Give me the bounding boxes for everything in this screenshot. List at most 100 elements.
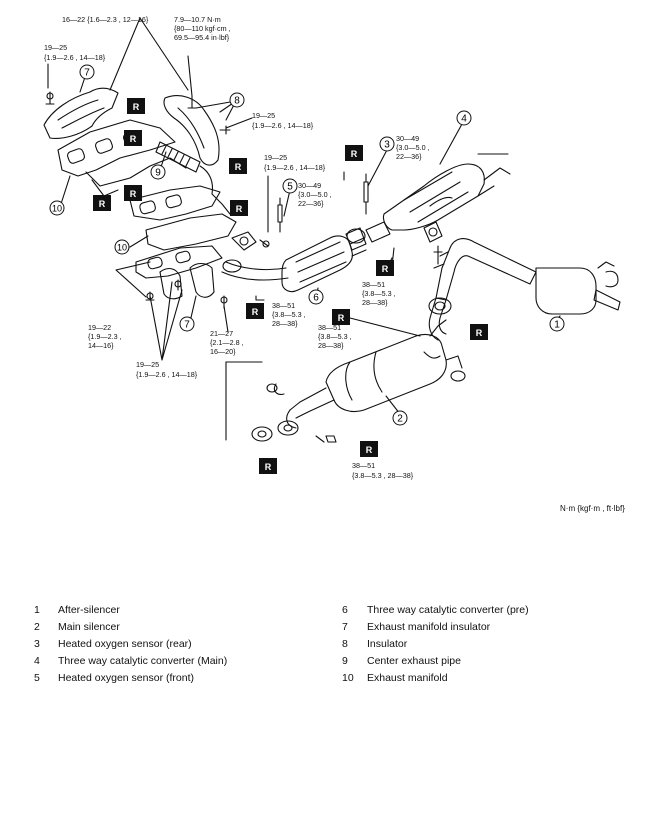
legend-label: Heated oxygen sensor (rear) [58,638,192,650]
torque-label: {1.9—2.3 , [88,332,122,341]
legend-item: 3 Heated oxygen sensor (rear) [34,636,227,653]
legend-item: 8 Insulator [342,636,529,653]
legend-label: Center exhaust pipe [367,655,461,667]
legend-number: 3 [34,638,40,650]
torque-label: {3.0—5.0 , [298,190,332,199]
replace-marker: R [236,204,243,214]
legend-label: Main silencer [58,621,120,633]
replace-marker: R [99,199,106,209]
callout-number: 9 [155,168,161,179]
replace-marker: R [351,149,358,159]
replace-marker: R [476,328,483,338]
replace-marker: R [235,162,242,172]
legend-number: 9 [342,655,348,667]
legend-label: After-silencer [58,604,120,616]
callout-number: 3 [384,140,390,151]
torque-label: {80—110 kgf·cm , [174,24,231,33]
torque-label: 19—25 [44,43,67,52]
torque-units-note: N·m {kgf·m , ft·lbf} [560,504,625,513]
torque-label: 38—51 [362,280,385,289]
torque-label: {2.1—2.8 , [210,338,244,347]
exhaust-manifold-upper-part [57,119,176,177]
torque-label: 19—25 [136,360,159,369]
torque-label: 30—49 [298,181,321,190]
legend-number: 1 [34,604,40,616]
torque-label: 28—38} [318,341,344,350]
replace-marker: R [130,189,137,199]
callout-number: 8 [234,96,240,107]
legend-number: 10 [342,672,354,684]
center-pipe-flex-part [155,141,201,173]
main-catalytic-converter-part [382,163,485,231]
legend-label: Three way catalytic converter (pre) [367,604,529,616]
callout-number: 5 [287,182,293,193]
callout-number: 10 [117,243,127,253]
torque-label: 38—51 [352,461,375,470]
legend-item: 10 Exhaust manifold [342,670,529,687]
torque-label: 19—22 [88,323,111,332]
legend-item: 9 Center exhaust pipe [342,653,529,670]
torque-label: 38—51 [318,323,341,332]
exhaust-manifold-lower-part [145,213,237,251]
legend-label: Heated oxygen sensor (front) [58,672,194,684]
torque-label: {1.9—2.6 , 14—18} [44,53,106,62]
legend-label: Exhaust manifold [367,672,448,684]
legend-item: 7 Exhaust manifold insulator [342,619,529,636]
legend-number: 2 [34,621,40,633]
part-callouts: 1 2 3 4 5 6 7 7 8 9 10 10 [49,64,565,426]
legend-label: Three way catalytic converter (Main) [58,655,228,667]
torque-label: 19—25 [252,111,275,120]
legend-number: 5 [34,672,40,684]
legend-label: Insulator [367,638,408,650]
after-silencer-part [435,238,537,301]
torque-label: 14—16} [88,341,114,350]
callout-number: 2 [397,414,403,425]
main-silencer-part [325,333,447,413]
replace-marker: R [338,313,345,323]
legend-item: 5 Heated oxygen sensor (front) [34,670,227,687]
replace-marker: R [366,445,373,455]
exhaust-system-diagram: 16—22 {1.6—2.3 , 12—16} 7.9—10.7 N·m {80… [43,15,621,480]
replace-marker: R [265,462,272,472]
legend-number: 6 [342,604,348,616]
replace-markers: R R R R R R R R R R R R R [93,98,488,474]
legend-number: 7 [342,621,348,633]
torque-label: 16—20} [210,347,236,356]
torque-label: {3.8—5.3 , [318,332,352,341]
torque-label: {3.8—5.3 , [362,289,396,298]
torque-labels: 16—22 {1.6—2.3 , 12—16} 7.9—10.7 N·m {80… [44,15,430,480]
insulator-upper-part [43,87,119,139]
torque-label: 7.9—10.7 N·m [174,15,221,24]
torque-label: 21—27 [210,329,233,338]
torque-label: 28—38} [362,298,388,307]
torque-label: 38—51 [272,301,295,310]
torque-label: 19—25 [264,153,287,162]
torque-label: {1.9—2.6 , 14—18} [264,163,326,172]
callout-number: 6 [313,293,319,304]
torque-label: {1.9—2.6 , 14—18} [136,370,198,379]
pre-catalytic-converter-part [281,235,353,293]
torque-label: 16—22 {1.6—2.3 , 12—16} [62,15,149,24]
torque-label: 69.5—95.4 in·lbf} [174,33,230,42]
torque-label: {1.9—2.6 , 14—18} [252,121,314,130]
oxygen-sensor-rear-part [363,181,369,203]
oxygen-sensor-front-part [277,204,283,223]
callout-number: 10 [52,204,62,214]
legend-number: 8 [342,638,348,650]
torque-label: 22—36} [298,199,324,208]
torque-label: 30—49 [396,134,419,143]
replace-marker: R [130,134,137,144]
callout-number: 7 [184,320,190,331]
callout-number: 4 [461,114,467,125]
replace-marker: R [133,102,140,112]
replace-marker: R [252,307,259,317]
torque-label: {3.8—5.3 , 28—38} [352,471,414,480]
replace-marker: R [382,264,389,274]
torque-label: 28—38} [272,319,298,328]
legend-item: 1 After-silencer [34,602,227,619]
callout-number: 1 [554,320,560,331]
legend-label: Exhaust manifold insulator [367,621,491,633]
